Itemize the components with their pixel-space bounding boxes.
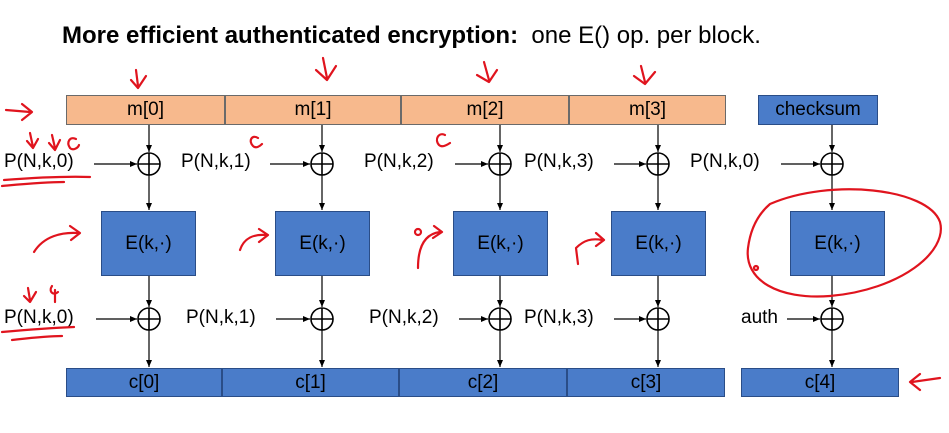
annotation-arrow-icon	[632, 64, 657, 86]
encrypt-box-2: E(k,·)	[453, 211, 548, 276]
encrypt-box-3: E(k,·)	[611, 211, 706, 276]
p-in-label-4: P(N,k,0)	[690, 151, 760, 172]
encrypt-box-0: E(k,·)	[101, 211, 196, 276]
slide-title: More efficient authenticated encryption:…	[62, 22, 761, 50]
annotation-arrow-icon	[314, 56, 338, 82]
annotation-arrow-icon	[574, 231, 606, 266]
annotation-arrow-icon	[475, 60, 499, 84]
annotation-arrow-icon	[416, 224, 444, 270]
xor-icon	[137, 152, 161, 176]
message-block-2: m[2]	[401, 95, 569, 125]
xor-icon	[646, 152, 670, 176]
message-block-0: m[0]	[66, 95, 225, 125]
red-annotations	[0, 56, 942, 392]
p-in-label-1: P(N,k,1)	[181, 151, 251, 172]
encrypt-box-1: E(k,·)	[275, 211, 370, 276]
p-in-label-2: P(N,k,2)	[364, 151, 434, 172]
title-bold: More efficient authenticated encryption:	[62, 22, 519, 49]
annotation-arrow-icon	[908, 372, 942, 392]
p-out-label-1: P(N,k,1)	[186, 307, 256, 328]
p-out-label-3: P(N,k,3)	[524, 307, 594, 328]
title-rest: one E() op. per block.	[531, 22, 761, 49]
xor-icon	[488, 152, 512, 176]
p-out-label-0: P(N,k,0)	[4, 307, 74, 328]
xor-symbols	[137, 152, 844, 331]
p-in-label-0: P(N,k,0)	[4, 151, 74, 172]
annotation-arrow-icon	[238, 227, 270, 252]
xor-icon	[310, 152, 334, 176]
cipher-block-3: c[3]	[567, 368, 725, 397]
tag-block: c[4]	[741, 368, 899, 397]
encrypt-box-4: E(k,·)	[790, 211, 885, 276]
message-block-1: m[1]	[225, 95, 401, 125]
xor-icon	[488, 307, 512, 331]
p-in-label-3: P(N,k,3)	[524, 151, 594, 172]
message-block-3: m[3]	[569, 95, 726, 125]
annotation-arrow-icon	[4, 102, 34, 122]
xor-icon	[137, 307, 161, 331]
annotation-circle	[746, 188, 942, 298]
checksum-block: checksum	[758, 95, 878, 125]
xor-icon	[820, 152, 844, 176]
cipher-block-2: c[2]	[399, 368, 567, 397]
p-out-label-2: P(N,k,2)	[369, 307, 439, 328]
flow-arrows	[94, 125, 835, 367]
cipher-block-0: c[0]	[66, 368, 222, 397]
xor-icon	[646, 307, 670, 331]
cipher-block-1: c[1]	[222, 368, 399, 397]
auth-label: auth	[741, 307, 778, 328]
annotation-arrow-icon	[32, 224, 82, 254]
xor-icon	[310, 307, 334, 331]
xor-icon	[820, 307, 844, 331]
annotation-arrow-icon	[129, 68, 148, 90]
